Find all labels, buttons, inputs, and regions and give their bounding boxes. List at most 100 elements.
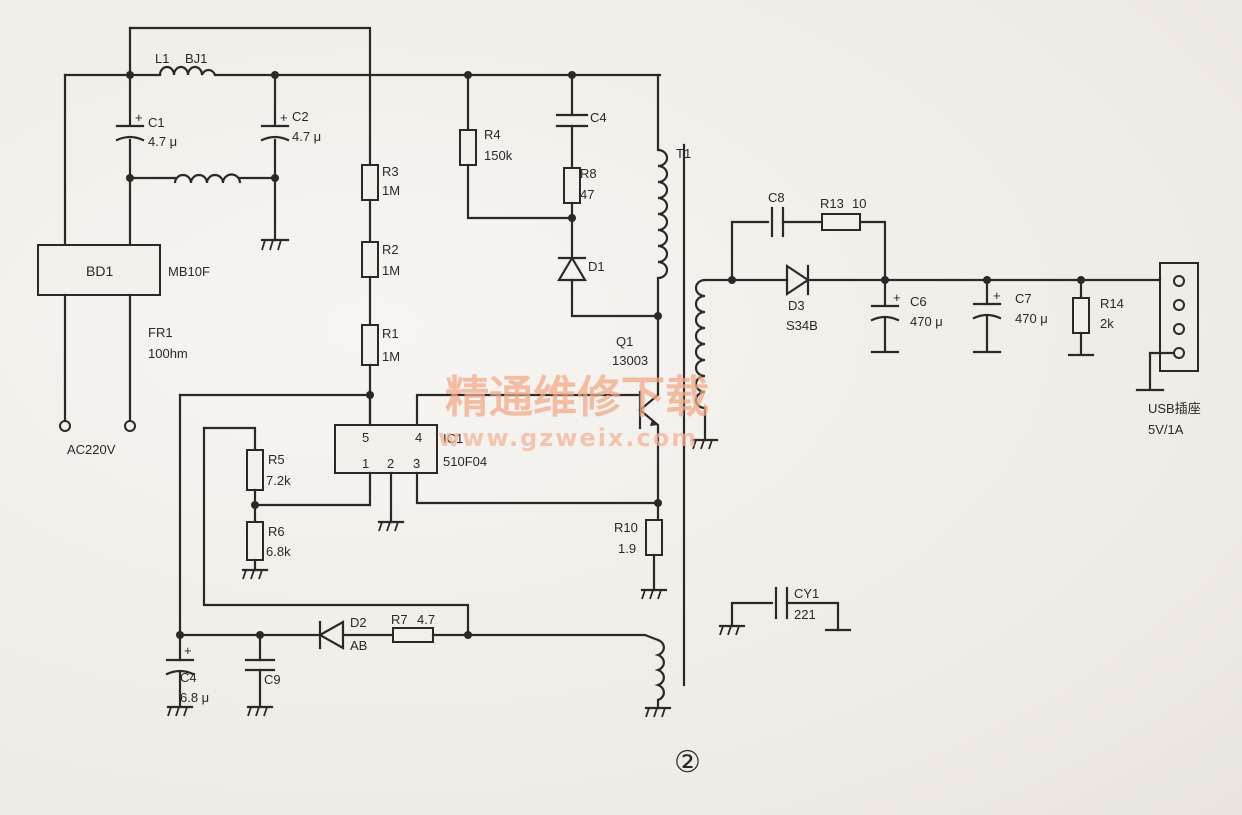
- resistor-R3: [361, 164, 379, 201]
- ac-terminal-left: [59, 420, 71, 432]
- value-R5: 7.2k: [266, 473, 291, 488]
- capacitor-C8: [770, 206, 785, 238]
- label-R6: R6: [268, 524, 285, 539]
- label-C1: C1: [148, 115, 165, 130]
- pin-3: 3: [413, 456, 420, 471]
- value-R7: 4.7: [417, 612, 435, 627]
- capacitor-C1: [115, 124, 145, 142]
- label-D1: D1: [588, 259, 605, 274]
- label-FR1: FR1: [148, 325, 173, 340]
- ac-terminal-right: [124, 420, 136, 432]
- usb-pin-2: [1173, 299, 1185, 311]
- resistor-R4: [459, 129, 477, 166]
- usb-pin-3: [1173, 323, 1185, 335]
- resistor-R1: [361, 324, 379, 366]
- resistor-R10: [645, 519, 663, 556]
- ground-symbol-r6: [241, 568, 269, 580]
- plus-C1: +: [135, 110, 143, 125]
- transformer-secondary-winding: [694, 278, 706, 410]
- value-R8: 47: [580, 187, 594, 202]
- value-R4: 150k: [484, 148, 513, 163]
- value-R2: 1M: [382, 263, 400, 278]
- label-BD1: BD1: [86, 263, 113, 279]
- diode-D2: [317, 620, 345, 650]
- value-R1: 1M: [382, 349, 400, 364]
- label-R14: R14: [1100, 296, 1124, 311]
- capacitor-C4-snubber: [555, 113, 589, 128]
- value-D3: S34B: [786, 318, 818, 333]
- label-R5: R5: [268, 452, 285, 467]
- value-C7: 470 μ: [1015, 311, 1048, 326]
- value-Q1: 13003: [612, 353, 648, 368]
- value-C1: 4.7 μ: [148, 134, 177, 149]
- resistor-R13: [821, 213, 861, 231]
- label-R3: R3: [382, 164, 399, 179]
- label-R13: R13: [820, 196, 844, 211]
- figure-number: ②: [674, 745, 701, 780]
- label-BJ1: BJ1: [185, 51, 207, 66]
- transformer-primary-winding: [657, 148, 669, 280]
- label-R2: R2: [382, 242, 399, 257]
- ground-symbol-c2: [260, 238, 290, 251]
- resistor-R5: [246, 449, 264, 491]
- label-AC220V: AC220V: [67, 442, 116, 457]
- ic-510F04: [334, 424, 438, 474]
- resistor-R2: [361, 241, 379, 278]
- label-CY1: CY1: [794, 586, 819, 601]
- ground-symbol-c4: [166, 705, 194, 717]
- capacitor-CY1: [774, 586, 789, 620]
- label-C7: C7: [1015, 291, 1032, 306]
- ground-symbol-c9: [246, 705, 274, 717]
- label-C2: C2: [292, 109, 309, 124]
- value-FR1: 100hm: [148, 346, 188, 361]
- label-R4: R4: [484, 127, 501, 142]
- ground-symbol-secondary: [691, 438, 719, 450]
- label-D2: D2: [350, 615, 367, 630]
- transformer-aux-winding: [654, 638, 665, 702]
- value-R13: 10: [852, 196, 866, 211]
- resistor-R6: [246, 521, 264, 561]
- label-Q1: Q1: [616, 334, 633, 349]
- pin-5: 5: [362, 430, 369, 445]
- ground-symbol-aux: [644, 706, 672, 718]
- label-C4-bottom: C4: [180, 670, 197, 685]
- usb-socket: [1159, 262, 1199, 372]
- ground-symbol-cy1: [718, 624, 746, 636]
- watermark-url: www.gzweix.com: [438, 424, 698, 452]
- value-R6: 6.8k: [266, 544, 291, 559]
- choke-L1-top-winding: [158, 65, 217, 76]
- value-D2: AB: [350, 638, 367, 653]
- capacitor-C9: [244, 658, 276, 672]
- diode-D1: [557, 255, 587, 282]
- capacitor-C2: [260, 124, 290, 142]
- label-C4-top: C4: [590, 110, 607, 125]
- pin-2: 2: [387, 456, 394, 471]
- label-R10: R10: [614, 520, 638, 535]
- label-D3: D3: [788, 298, 805, 313]
- bridge-rectifier-BD1: [37, 244, 161, 296]
- label-usb-socket: USB插座: [1148, 401, 1201, 416]
- value-C4-bottom: 6.8 μ: [180, 690, 209, 705]
- input-filter-wiring: [63, 26, 662, 247]
- value-MB10F: MB10F: [168, 264, 210, 279]
- resistor-R14: [1072, 297, 1090, 334]
- pin-4: 4: [415, 430, 422, 445]
- junction-dots: [126, 71, 1085, 639]
- ground-symbol-ic: [377, 520, 405, 532]
- resistor-R7: [392, 627, 434, 643]
- ground-symbol-r10: [640, 588, 668, 600]
- value-usb-rating: 5V/1A: [1148, 422, 1184, 437]
- diode-D3: [785, 263, 810, 297]
- value-R10: 1.9: [618, 541, 636, 556]
- usb-pin-1: [1173, 275, 1185, 287]
- plus-C7: +: [993, 288, 1001, 303]
- plus-C6: +: [893, 290, 901, 305]
- label-IC1: IC1: [443, 431, 463, 446]
- value-C2: 4.7 μ: [292, 129, 321, 144]
- plus-C4b: +: [184, 643, 192, 658]
- label-L1: L1: [155, 51, 169, 66]
- watermark-text: 精通维修下载: [445, 372, 709, 423]
- label-C8: C8: [768, 190, 785, 205]
